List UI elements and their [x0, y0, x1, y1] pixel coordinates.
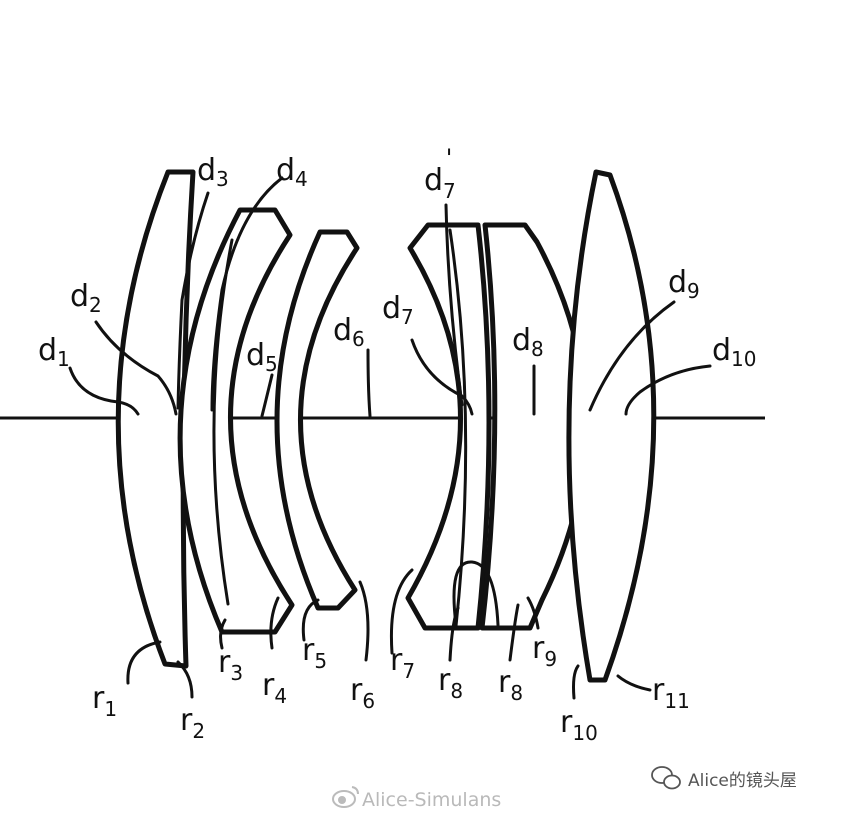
- label-d8: d8: [512, 323, 544, 361]
- leader-line: [176, 660, 194, 699]
- lens-element-1: [115, 169, 196, 669]
- leader-line: [526, 596, 540, 630]
- leader-line: [616, 674, 652, 692]
- leader-line: [389, 568, 414, 655]
- leader-line: [358, 580, 370, 662]
- watermark-weibo: Alice-Simulans: [362, 789, 501, 811]
- leader-line: [448, 606, 460, 662]
- surface-line: [448, 228, 468, 628]
- wechat-icon: [651, 766, 681, 790]
- surface-line: [452, 560, 500, 627]
- label-r10: r10: [560, 705, 598, 745]
- leader-line: [176, 191, 210, 410]
- label-r5: r5: [302, 633, 327, 673]
- leader-line: [219, 618, 227, 650]
- label-d7: d7: [382, 291, 414, 329]
- label-d3: d3: [197, 153, 229, 191]
- lens-element-3: [274, 229, 360, 611]
- surface-line: [212, 238, 234, 606]
- leader-line: [366, 348, 372, 418]
- leader-line: [68, 366, 140, 416]
- label-r6: r6: [350, 673, 375, 713]
- leader-line: [624, 364, 712, 416]
- weibo-icon: [332, 786, 359, 808]
- lens-element-6: [566, 169, 657, 683]
- leader-line: [126, 640, 162, 685]
- leader-line: [269, 596, 280, 650]
- leader-line: [444, 203, 464, 407]
- label-d2: d2: [70, 279, 102, 317]
- label-r9: r9: [532, 631, 557, 671]
- leader-line: [301, 598, 320, 642]
- label-d5: d5: [246, 338, 278, 376]
- leader-line: [210, 176, 284, 412]
- lens-element-2: [177, 207, 295, 635]
- label-d7-prime: d7': [424, 144, 456, 203]
- leader-line: [588, 300, 676, 412]
- label-r2: r2: [180, 703, 205, 743]
- label-d4: d4: [276, 153, 308, 191]
- label-d9: d9: [668, 265, 700, 303]
- label-r8-second: r8: [498, 665, 523, 705]
- label-r1: r1: [92, 681, 117, 721]
- label-d10: d10: [712, 333, 757, 371]
- watermark-wechat: Alice的镜头屋: [688, 771, 797, 791]
- label-r7: r7: [390, 643, 415, 683]
- label-r8: r8: [438, 663, 463, 703]
- leader-line: [94, 320, 178, 416]
- leader-line: [260, 373, 274, 418]
- label-r11: r11: [652, 673, 690, 713]
- label-r3: r3: [218, 645, 243, 685]
- label-r4: r4: [262, 668, 287, 708]
- leader-line: [572, 664, 580, 700]
- label-d1: d1: [38, 333, 70, 371]
- leader-line: [508, 603, 520, 662]
- label-d6: d6: [333, 313, 365, 351]
